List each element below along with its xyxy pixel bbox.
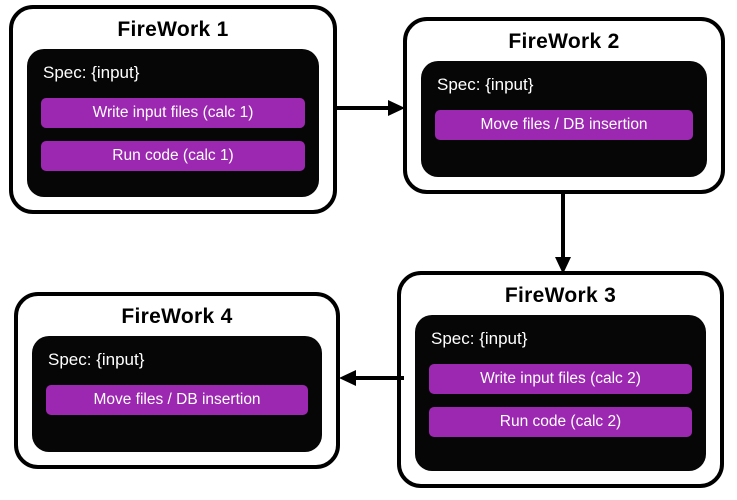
task-run-code-calc1: Run code (calc 1) [41,141,305,171]
firework-4-title: FireWork 4 [121,305,233,328]
task-run-code-calc2: Run code (calc 2) [429,407,692,437]
firework-1-spec-panel: Spec: {input} Write input files (calc 1)… [27,49,319,197]
arrow-fw1-to-fw2-icon [337,100,405,116]
task-move-files-db-insertion-2: Move files / DB insertion [46,385,308,415]
firework-2-title: FireWork 2 [508,30,620,53]
task-write-input-files-calc1: Write input files (calc 1) [41,98,305,128]
firework-4-spec-label: Spec: {input} [48,350,145,369]
firework-3-node: FireWork 3 Spec: {input} Write input fil… [397,271,724,488]
firework-4-node: FireWork 4 Spec: {input} Move files / DB… [14,292,340,469]
task-write-input-files-calc2: Write input files (calc 2) [429,364,692,394]
task-move-files-db-insertion-1: Move files / DB insertion [435,110,693,140]
firework-3-spec-panel: Spec: {input} Write input files (calc 2)… [415,315,706,471]
firework-2-spec-panel: Spec: {input} Move files / DB insertion [421,61,707,177]
firework-2-node: FireWork 2 Spec: {input} Move files / DB… [403,17,725,194]
firework-1-spec-label: Spec: {input} [43,63,140,82]
firework-3-spec-label: Spec: {input} [431,329,528,348]
arrow-fw3-to-fw4-icon [339,370,404,386]
firework-3-title: FireWork 3 [504,284,617,307]
firework-1-title: FireWork 1 [117,18,229,41]
firework-1-node: FireWork 1 Spec: {input} Write input fil… [9,5,337,214]
arrow-fw2-to-fw3-icon [555,192,571,274]
firework-2-spec-label: Spec: {input} [437,75,534,94]
firework-4-spec-panel: Spec: {input} Move files / DB insertion [32,336,322,452]
